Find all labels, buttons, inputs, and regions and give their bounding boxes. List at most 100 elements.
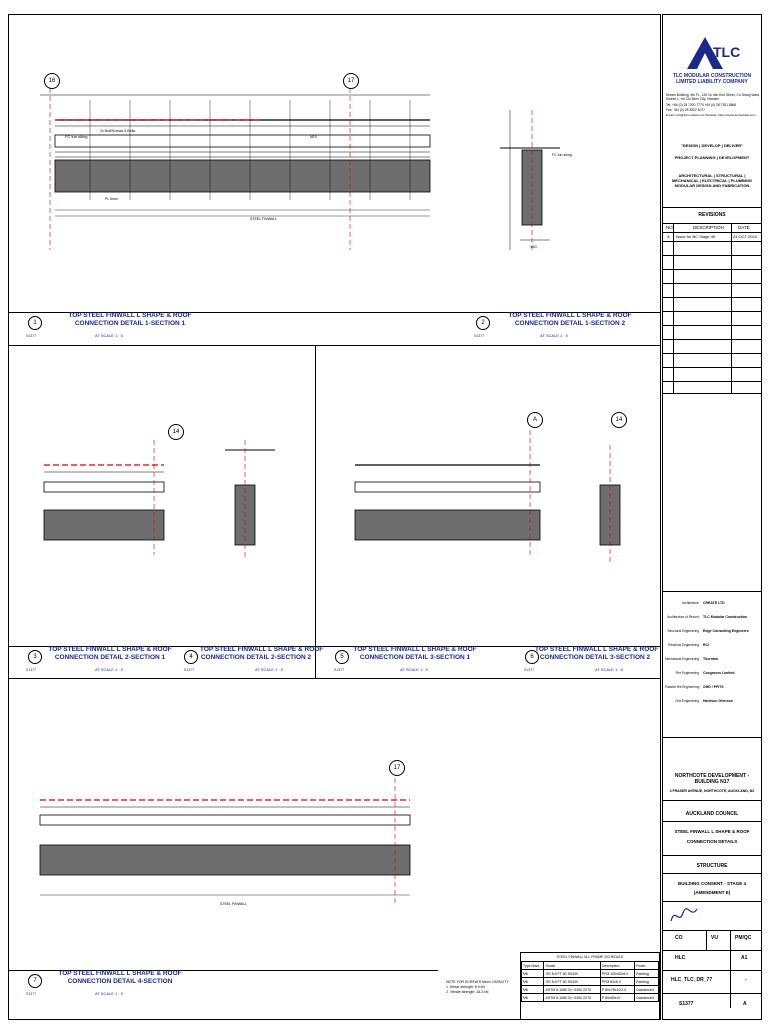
sheet-number: S1377 [679,1001,694,1007]
file-dash: - [745,977,747,983]
services-1: PROJECT PLANNING | DEVELOPMENT [674,155,750,160]
detail-scale-3: AT SCALE 1 : 5 [95,667,123,672]
drawn-by: CO [675,935,683,941]
project-address: 4 FRASER AVENUE, NORTHCOTE, AUCKLAND, NZ [669,789,755,793]
slogan: "DESIGN | DEVELOP | DELIVER" [680,143,744,148]
stage-1: BUILDING CONSENT - STAGE 4 [678,881,746,886]
detail-7-drawing: STEEL FINWALL [39,770,411,906]
drawing-title-2: CONNECTION DETAILS [686,839,738,844]
panel-divider [8,678,661,679]
detail-1-drawing: FC tun sking 2x Bolt/Screws & Bolts STEE… [40,80,431,250]
consult-role-1: Architecture of Record [667,615,699,619]
label-pl: PL 6mm [105,197,118,201]
grid-bubble-17b: 17 [389,760,405,776]
services-2: ARCHITECTURAL | STRUCTURAL | MECHANICAL … [671,173,753,188]
consult-role-2: Structural Engineering [667,629,699,633]
revision-letter: A [743,1001,747,1007]
panel-divider [315,345,316,678]
label-bolt: 2x Bolt/Screws & Bolts [100,129,135,133]
title-block: TLC TLC MODULAR CONSTRUCTION LIMITED LIA… [662,14,762,1020]
consult-role-7: Civil Engineering [675,699,699,703]
rev1-desc: Issue for BC Stage 4E [676,234,716,239]
title-strip-line [8,970,438,971]
detail-num-7: 7 [28,974,42,988]
drawing-sheet [8,14,661,1020]
detail-num-5: 5 [335,650,349,664]
consult-name-4: Thornton [703,657,719,661]
consult-name-7: Harrison Grierson [703,699,733,703]
detail-scale-6: AT SCALE 1 : 5 [595,667,623,672]
detail-scale-2: AT SCALE 1 : 5 [540,333,568,338]
detail-num-4: 4 [184,650,198,664]
rev-desc-head: DESCRIPTION [693,225,724,230]
schedule-title: STEEL FINWALL M-L FRAME SCHEDULE [556,955,624,959]
discipline: STRUCTURE [696,863,728,869]
title-strip-line [8,312,661,313]
grid-bubble-17: 17 [343,73,359,89]
detail-sheet-3: S1377 [26,668,37,672]
stage-2: (AMENDMENT E) [693,890,731,895]
consult-role-4: Mechanical Engineering [665,657,700,661]
detail-scale-7: AT SCALE 1 : 5 [95,991,123,996]
company-fax: Fax: +84 (0) 28 3822 4077 [666,108,705,112]
consult-name-0: CREATE LTD [703,601,725,605]
file-code: HLC_TLC_DR_77 [671,977,713,983]
consult-role-3: Electrical Engineering [668,643,699,647]
grid-bubble-14: 14 [168,424,184,440]
detail-6-drawing [599,445,621,565]
client-code: HLC [675,955,686,961]
title-strip-line [8,646,661,647]
company-address: Dream Building, 4th FL, 126 Vo Van Kiet … [666,93,761,101]
rev-date-head: DATE [738,225,750,230]
svg-text:TLC: TLC [713,44,740,60]
label-m: M10 [310,135,317,139]
label-steel-7: STEEL FINWALL [220,902,247,906]
label-150: 150 [530,244,537,249]
rev1-no: A [667,234,670,239]
grid-bubble-16: 16 [44,73,60,89]
revisions-title: REVISIONS [698,212,726,218]
detail-sheet-6: S1377 [524,668,535,672]
company-email: Email: info@tlcmodular.com Website: http… [666,113,756,117]
consult-role-0: Architecture [681,601,699,605]
rev-no-head: NO [666,225,673,230]
company-name: TLC MODULAR CONSTRUCTION LIMITED LIABILI… [672,73,752,85]
sheet-size: A1 [741,955,748,961]
grid-bubble-a: A [527,412,543,428]
detail-sheet-2: S1377 [474,334,485,338]
consult-name-5: Cosgroves Limited [703,671,735,675]
detail-num-2: 2 [476,316,490,330]
detail-scale-5: AT SCALE 1 : 5 [400,667,428,672]
signature-icon [670,908,698,922]
consult-name-6: GHD / PFITS [703,685,724,689]
consult-name-3: RCI [703,643,710,647]
frame-schedule: STEEL FINWALL M-L FRAME SCHEDULE Type Ma… [520,952,660,1020]
project-name: NORTHCOTE DEVELOPMENT - BUILDING N17 [674,773,750,785]
detail-sheet-7: S1377 [26,992,37,996]
detail-scale-4: AT SCALE 1 : 5 [255,667,283,672]
company-tel: Tel: +84 (0) 28 7300 7779 +84 (0) 28 730… [666,103,737,107]
consult-role-5: Fire Engineering [675,671,699,675]
detail-sheet-5: S1377 [334,668,345,672]
drawing-title-1: STEEL FINWALL L SHAPE & ROOF [674,829,750,834]
detail-scale-1: AT SCALE 1 : 5 [95,333,123,338]
consult-name-2: Edge Consulting Engineers [703,629,749,633]
label-fc-2: FC tun sking [552,153,572,157]
detail-5-drawing [354,430,541,555]
checked-by: VU [711,935,718,941]
detail-sheet-1: S1377 [26,334,37,338]
panel-divider [8,345,661,346]
rev1-date: 24 OCT 2024 [733,234,757,239]
screw-notes: NOTE FOR SCREW'S Mech CAPACITY 1. Shear … [446,980,509,994]
